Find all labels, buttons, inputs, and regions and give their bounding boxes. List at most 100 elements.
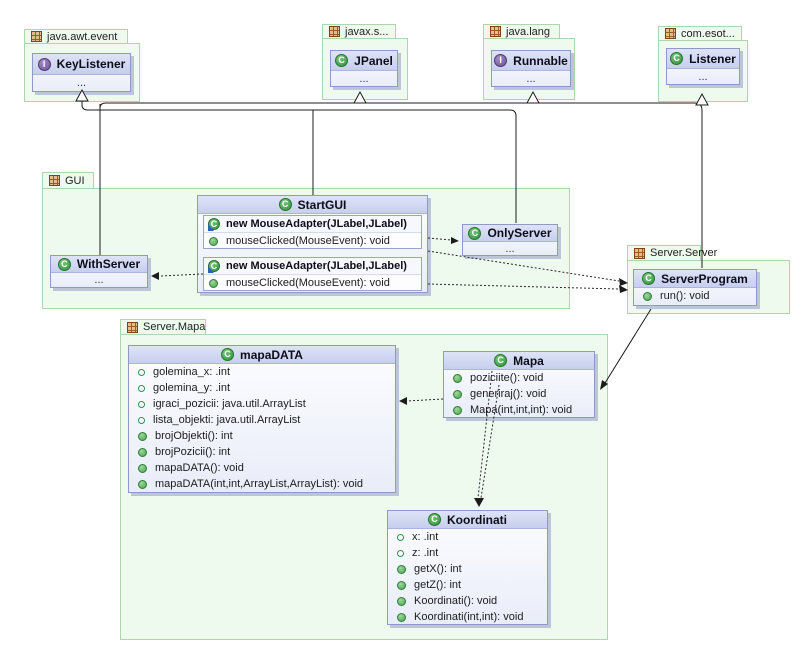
package-icon bbox=[31, 31, 42, 42]
member-row[interactable]: igraci_pozicii: java.util.ArrayList bbox=[129, 396, 395, 412]
anonymous-class-label: new MouseAdapter(JLabel,JLabel) bbox=[226, 218, 407, 230]
method-icon bbox=[643, 291, 652, 301]
class-withserver[interactable]: C WithServer ... bbox=[50, 255, 148, 288]
member-row[interactable]: golemina_y: .int bbox=[129, 380, 395, 396]
member-row[interactable]: mapaDATA(int,int,ArrayList,ArrayList): v… bbox=[129, 476, 395, 492]
package-label: javax.s... bbox=[345, 25, 389, 38]
member-label: Mapa(int,int,int): void bbox=[470, 404, 573, 416]
member-label: poziciite(): void bbox=[470, 372, 544, 384]
package-tab-java-lang[interactable]: java.lang bbox=[483, 24, 560, 39]
class-title: JPanel bbox=[354, 53, 393, 68]
class-koordinati[interactable]: C Koordinati x: .int z: .int getX(): int… bbox=[387, 510, 548, 625]
collapsed-members[interactable]: ... bbox=[526, 72, 536, 85]
package-tab-gui[interactable]: GUI bbox=[42, 172, 94, 189]
field-icon bbox=[138, 400, 145, 408]
class-listener[interactable]: C Listener ... bbox=[666, 48, 740, 85]
package-icon bbox=[634, 247, 645, 259]
class-title: OnlyServer bbox=[487, 226, 552, 240]
anonymous-class-icon: C bbox=[208, 260, 220, 273]
method-icon bbox=[453, 389, 462, 399]
package-icon bbox=[127, 321, 138, 333]
member-label: igraci_pozicii: java.util.ArrayList bbox=[153, 398, 306, 410]
method-icon bbox=[397, 580, 406, 590]
interface-icon: I bbox=[37, 57, 51, 71]
package-tab-server-mapa[interactable]: Server.Mapa bbox=[120, 319, 206, 335]
member-row[interactable]: getZ(): int bbox=[388, 577, 547, 593]
member-row[interactable]: brojObjekti(): int bbox=[129, 428, 395, 444]
collapsed-members[interactable]: ... bbox=[94, 274, 104, 286]
member-row[interactable]: poziciite(): void bbox=[444, 370, 594, 386]
assoc-serverprogram-mapa bbox=[604, 308, 652, 384]
member-label: getX(): int bbox=[414, 563, 462, 575]
class-title: ServerProgram bbox=[661, 271, 748, 286]
member-row[interactable]: mouseClicked(MouseEvent): void bbox=[204, 233, 421, 249]
class-keylistener[interactable]: I KeyListener ... bbox=[32, 53, 131, 92]
package-icon bbox=[490, 26, 501, 37]
package-icon bbox=[49, 175, 60, 186]
member-row[interactable]: x: .int bbox=[388, 529, 547, 545]
method-icon bbox=[453, 373, 462, 383]
collapsed-members[interactable]: ... bbox=[698, 70, 708, 83]
member-row[interactable]: Koordinati(): void bbox=[388, 593, 547, 609]
member-label: golemina_x: .int bbox=[153, 366, 231, 378]
member-label: x: .int bbox=[412, 531, 439, 543]
member-label: generiraj(): void bbox=[470, 388, 547, 400]
member-row[interactable]: mouseClicked(MouseEvent): void bbox=[204, 275, 421, 291]
field-icon bbox=[138, 368, 145, 376]
member-row[interactable]: golemina_x: .int bbox=[129, 364, 395, 380]
method-icon bbox=[138, 479, 147, 489]
field-icon bbox=[138, 384, 145, 392]
class-title: KeyListener bbox=[56, 57, 126, 71]
collapsed-members[interactable]: ... bbox=[505, 242, 515, 255]
member-row[interactable]: getX(): int bbox=[388, 561, 547, 577]
field-icon bbox=[397, 533, 404, 541]
method-icon bbox=[138, 431, 147, 441]
package-tab-java-awt-event[interactable]: java.awt.event bbox=[24, 29, 128, 44]
class-jpanel[interactable]: C JPanel ... bbox=[330, 50, 398, 87]
collapsed-members[interactable]: ... bbox=[76, 77, 87, 89]
class-title: Mapa bbox=[513, 353, 544, 368]
anonymous-class-block-2[interactable]: C new MouseAdapter(JLabel,JLabel) mouseC… bbox=[203, 257, 422, 291]
class-serverprogram[interactable]: C ServerProgram run(): void bbox=[633, 269, 757, 306]
collapsed-members[interactable]: ... bbox=[359, 72, 369, 85]
class-onlyserver[interactable]: C OnlyServer ... bbox=[462, 224, 558, 256]
class-title: StartGUI bbox=[297, 197, 347, 212]
class-icon: C bbox=[494, 354, 508, 367]
package-tab-server-server[interactable]: Server.Server bbox=[627, 245, 717, 261]
member-row[interactable]: mapaDATA(): void bbox=[129, 460, 395, 476]
method-icon bbox=[209, 236, 218, 246]
method-icon bbox=[453, 405, 462, 415]
package-tab-com-esot[interactable]: com.esot... bbox=[658, 26, 742, 41]
package-label: Server.Mapa bbox=[143, 321, 206, 333]
anonymous-class-block-1[interactable]: C new MouseAdapter(JLabel,JLabel) mouseC… bbox=[203, 215, 422, 249]
package-tab-javax-s[interactable]: javax.s... bbox=[322, 24, 396, 39]
method-icon bbox=[397, 612, 406, 622]
class-title: mapaDATA bbox=[240, 347, 303, 362]
member-row[interactable]: generiraj(): void bbox=[444, 386, 594, 402]
method-icon bbox=[138, 463, 147, 473]
member-row[interactable]: run(): void bbox=[634, 288, 756, 304]
class-mapa[interactable]: C Mapa poziciite(): void generiraj(): vo… bbox=[443, 351, 595, 418]
class-icon: C bbox=[428, 513, 441, 526]
class-icon: C bbox=[221, 348, 235, 361]
member-row[interactable]: Mapa(int,int,int): void bbox=[444, 402, 594, 418]
member-label: run(): void bbox=[660, 290, 710, 302]
class-icon: C bbox=[642, 272, 656, 285]
interface-icon: I bbox=[494, 54, 508, 67]
class-runnable[interactable]: I Runnable ... bbox=[491, 50, 571, 87]
class-mapadata[interactable]: C mapaDATA golemina_x: .int golemina_y: … bbox=[128, 345, 396, 493]
class-title: Listener bbox=[689, 51, 736, 66]
package-label: java.lang bbox=[506, 25, 551, 38]
member-label: brojPozicii(): int bbox=[155, 446, 231, 458]
member-row[interactable]: brojPozicii(): int bbox=[129, 444, 395, 460]
field-icon bbox=[138, 416, 145, 424]
member-label: lista_objekti: java.util.ArrayList bbox=[153, 414, 301, 426]
anonymous-class-label: new MouseAdapter(JLabel,JLabel) bbox=[226, 260, 407, 272]
member-row[interactable]: z: .int bbox=[388, 545, 547, 561]
member-label: Koordinati(int,int): void bbox=[414, 611, 524, 623]
package-label: GUI bbox=[65, 174, 85, 187]
anonymous-class-icon: C bbox=[208, 218, 220, 231]
member-row[interactable]: Koordinati(int,int): void bbox=[388, 609, 547, 625]
class-title: Koordinati bbox=[447, 512, 507, 527]
member-row[interactable]: lista_objekti: java.util.ArrayList bbox=[129, 412, 395, 428]
